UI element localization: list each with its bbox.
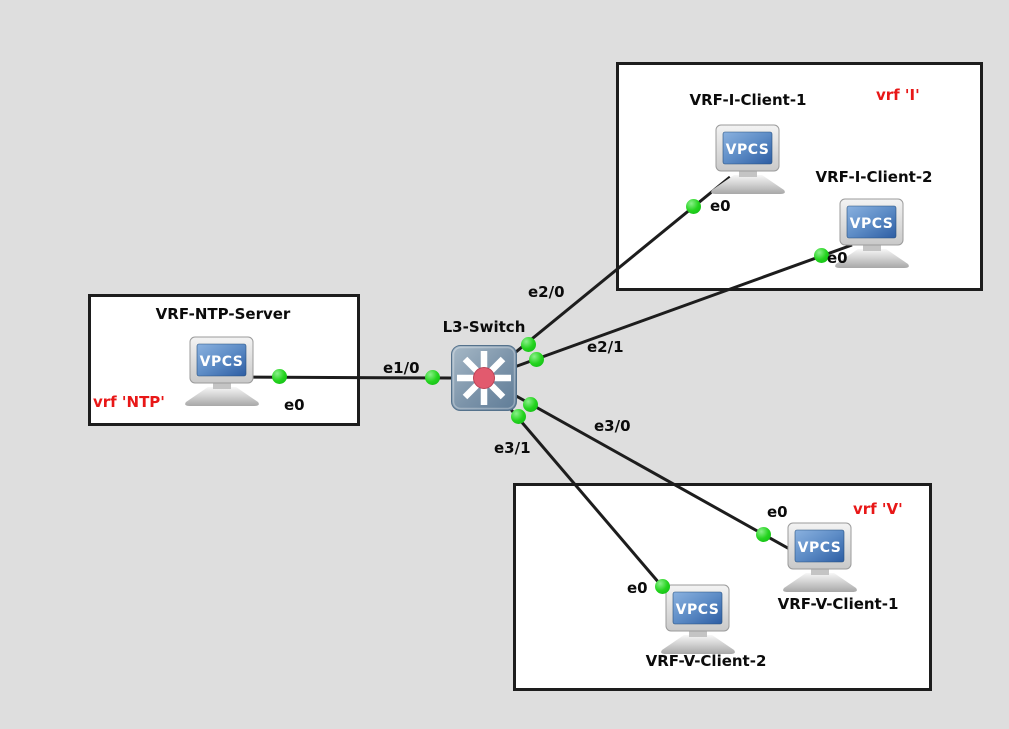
port-label-ntp-server-e0[interactable]: e0: [284, 396, 305, 414]
port-label-e3-1[interactable]: e3/1: [494, 439, 531, 457]
port-label-e2-1[interactable]: e2/1: [587, 338, 624, 356]
node-label-ntp-server[interactable]: VRF-NTP-Server: [155, 305, 291, 323]
port-dot-switch-e3-1: [511, 409, 526, 424]
vpcs-screen-text: VPCS: [850, 216, 894, 232]
node-label-switch[interactable]: L3-Switch: [442, 318, 526, 336]
vpcs-screen-text: VPCS: [200, 354, 244, 370]
port-label-i-client-2-e0[interactable]: e0: [827, 249, 848, 267]
node-label-v-client-2[interactable]: VRF-V-Client-2: [645, 652, 767, 670]
node-label-i-client-2[interactable]: VRF-I-Client-2: [815, 168, 933, 186]
link-ntp-server-to-switch[interactable]: [222, 375, 453, 380]
vpcs-icon-i-client-1[interactable]: VPCS: [704, 124, 792, 196]
vrf-i-zone-box[interactable]: [616, 62, 983, 291]
vpcs-screen-text: VPCS: [676, 602, 720, 618]
port-dot-i-client-2-e0: [814, 248, 829, 263]
vpcs-icon-ntp-server[interactable]: VPCS: [178, 336, 266, 408]
port-label-v-client-1-e0[interactable]: e0: [767, 503, 788, 521]
port-dot-ntp-server-e0: [272, 369, 287, 384]
port-dot-switch-e2-1: [529, 352, 544, 367]
port-dot-i-client-1-e0: [686, 199, 701, 214]
link-switch-to-i-client-2[interactable]: [483, 243, 853, 380]
port-dot-switch-e1-0: [425, 370, 440, 385]
port-dot-v-client-2-e0: [655, 579, 670, 594]
port-dot-switch-e2-0: [521, 337, 536, 352]
vrf-i-text-label[interactable]: vrf 'I': [876, 86, 920, 104]
port-label-e1-0[interactable]: e1/0: [383, 359, 420, 377]
vrf-v-text-label[interactable]: vrf 'V': [853, 500, 903, 518]
port-label-e3-0[interactable]: e3/0: [594, 417, 631, 435]
port-dot-switch-e3-0: [523, 397, 538, 412]
vpcs-screen-text: VPCS: [726, 142, 770, 158]
vpcs-icon-v-client-1[interactable]: VPCS: [776, 522, 864, 594]
vpcs-screen-text: VPCS: [798, 540, 842, 556]
vrf-ntp-text-label[interactable]: vrf 'NTP': [93, 393, 165, 411]
port-label-e2-0[interactable]: e2/0: [528, 283, 565, 301]
vpcs-icon-i-client-2[interactable]: VPCS: [828, 198, 916, 270]
port-dot-v-client-1-e0: [756, 527, 771, 542]
port-label-v-client-2-e0[interactable]: e0: [627, 579, 648, 597]
node-label-i-client-1[interactable]: VRF-I-Client-1: [689, 91, 807, 109]
port-label-i-client-1-e0[interactable]: e0: [710, 197, 731, 215]
node-label-v-client-1[interactable]: VRF-V-Client-1: [777, 595, 899, 613]
vpcs-icon-v-client-2[interactable]: VPCS: [654, 584, 742, 656]
l3-switch-icon[interactable]: [450, 344, 518, 412]
